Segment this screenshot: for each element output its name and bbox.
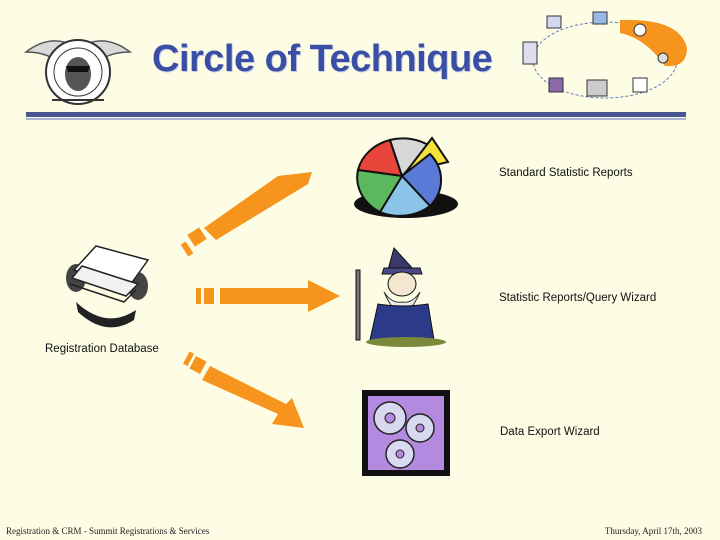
arrow-to-query-wizard xyxy=(196,280,340,312)
arrow-to-standard-reports xyxy=(180,172,312,257)
eagle-logo-icon xyxy=(23,39,133,105)
standard-reports-label: Standard Statistic Reports xyxy=(499,167,633,179)
rolodex-icon xyxy=(66,245,150,328)
gears-icon xyxy=(362,390,450,476)
title-rule-shadow xyxy=(26,118,686,120)
footer-left: Registration & CRM - Summit Registration… xyxy=(6,526,210,536)
footer-right: Thursday, April 17th, 2003 xyxy=(604,526,702,536)
pie-chart-icon xyxy=(354,136,458,218)
export-wizard-label: Data Export Wizard xyxy=(500,426,600,438)
page-title: Circle of Technique xyxy=(152,38,493,80)
arrow-to-export-wizard xyxy=(183,351,304,428)
wizard-icon xyxy=(355,246,446,347)
query-wizard-label: Statistic Reports/Query Wizard xyxy=(499,292,657,304)
registration-database-label: Registration Database xyxy=(45,343,159,355)
cycle-diagram-icon xyxy=(522,11,687,99)
title-rule xyxy=(26,112,686,117)
